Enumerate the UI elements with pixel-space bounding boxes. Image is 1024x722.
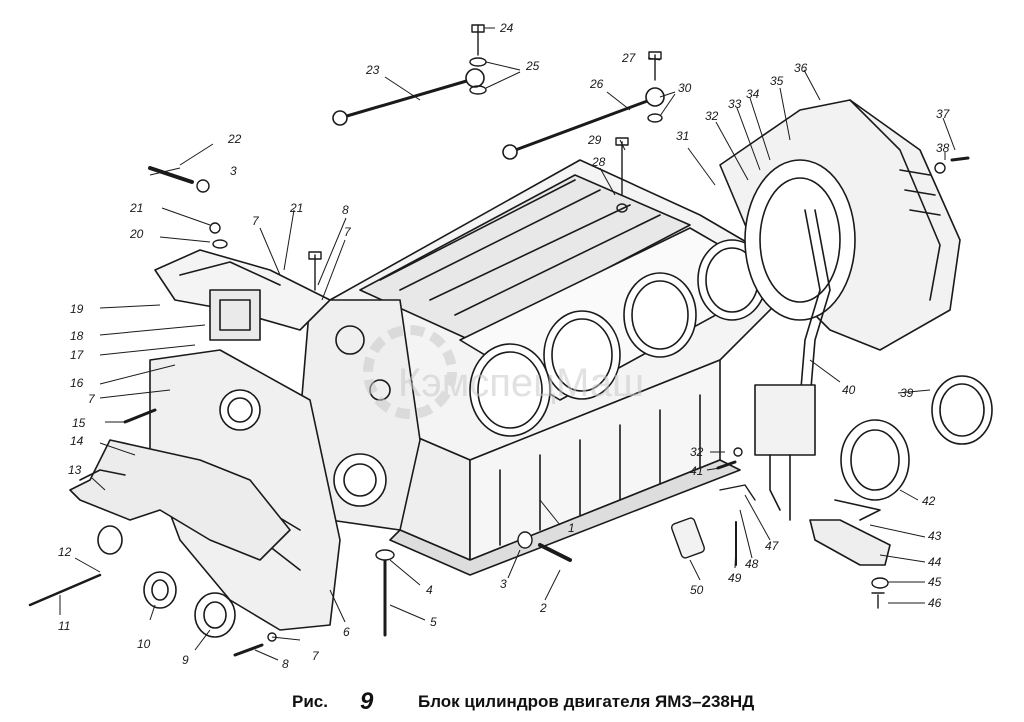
callout-1: 1 <box>568 521 575 535</box>
oil-filler-tube <box>754 209 831 521</box>
callout-5: 5 <box>430 615 437 629</box>
callout-33: 33 <box>728 97 742 111</box>
callout-38: 38 <box>936 141 950 155</box>
callout-20: 20 <box>129 227 144 241</box>
figure-caption: Рис. 9 Блок цилиндров двигателя ЯМЗ–238Н… <box>0 688 1024 718</box>
callout-44: 44 <box>928 555 942 569</box>
callout-21-b: 21 <box>289 201 303 215</box>
callout-labels: 1 2 3 3 4 5 6 7 7 7 7 8 8 9 10 11 12 13 … <box>58 21 951 671</box>
callout-21-a: 21 <box>129 201 143 215</box>
callout-49: 49 <box>728 571 742 585</box>
callout-47: 47 <box>765 539 780 553</box>
callout-43: 43 <box>928 529 942 543</box>
callout-48: 48 <box>745 557 759 571</box>
callout-3-top: 3 <box>230 164 237 178</box>
callout-9: 9 <box>182 653 189 667</box>
callout-7-a: 7 <box>312 649 320 663</box>
callout-25: 25 <box>525 59 540 73</box>
callout-2: 2 <box>539 601 547 615</box>
callout-7-b: 7 <box>88 392 96 406</box>
callout-30: 30 <box>678 81 692 95</box>
callout-41: 41 <box>690 464 703 478</box>
engine-mount <box>69 439 291 561</box>
thermostat-housing <box>154 249 331 341</box>
callout-8-a: 8 <box>282 657 289 671</box>
seal-rings <box>143 375 993 638</box>
callout-13: 13 <box>68 463 82 477</box>
callout-26: 26 <box>589 77 604 91</box>
callout-22: 22 <box>227 132 242 146</box>
callout-29: 29 <box>587 133 602 147</box>
bolts <box>28 24 970 657</box>
callout-7-d: 7 <box>344 225 352 239</box>
callout-32-top: 32 <box>705 109 719 123</box>
callout-50: 50 <box>690 583 704 597</box>
callout-4: 4 <box>426 583 433 597</box>
callout-11: 11 <box>58 619 70 633</box>
callout-36: 36 <box>794 61 808 75</box>
callout-34: 34 <box>746 87 760 101</box>
callout-45: 45 <box>928 575 942 589</box>
caption-prefix: Рис. <box>292 692 328 711</box>
caption-title: Блок цилиндров двигателя ЯМЗ–238НД <box>418 692 755 711</box>
callout-15: 15 <box>72 416 86 430</box>
tie-rods <box>332 68 665 160</box>
callout-7-c: 7 <box>252 214 260 228</box>
callout-14: 14 <box>70 434 84 448</box>
callout-10: 10 <box>137 637 151 651</box>
callout-35: 35 <box>770 74 784 88</box>
callout-6: 6 <box>343 625 350 639</box>
callout-32-bottom: 32 <box>690 445 704 459</box>
callout-42: 42 <box>922 494 936 508</box>
callout-28: 28 <box>591 155 606 169</box>
callout-46: 46 <box>928 596 942 610</box>
callout-24: 24 <box>499 21 514 35</box>
callout-37: 37 <box>936 107 951 121</box>
callout-31: 31 <box>676 129 689 143</box>
watermark: КэмспецМаш <box>363 325 644 419</box>
callout-27: 27 <box>621 51 637 65</box>
callout-40: 40 <box>842 383 856 397</box>
callout-12: 12 <box>58 545 72 559</box>
flywheel-housing <box>719 99 961 351</box>
cylinder-block <box>299 159 791 576</box>
callout-8-b: 8 <box>342 203 349 217</box>
callout-19: 19 <box>70 302 84 316</box>
callout-23: 23 <box>365 63 380 77</box>
callout-18: 18 <box>70 329 84 343</box>
callout-17: 17 <box>70 348 85 362</box>
bracket-plate <box>809 499 891 566</box>
leader-lines <box>59 27 956 661</box>
watermark-text: КэмспецМаш <box>398 361 644 405</box>
callout-39: 39 <box>900 386 914 400</box>
callout-3-bottom: 3 <box>500 577 507 591</box>
caption-number: 9 <box>360 688 374 715</box>
callout-16: 16 <box>70 376 84 390</box>
